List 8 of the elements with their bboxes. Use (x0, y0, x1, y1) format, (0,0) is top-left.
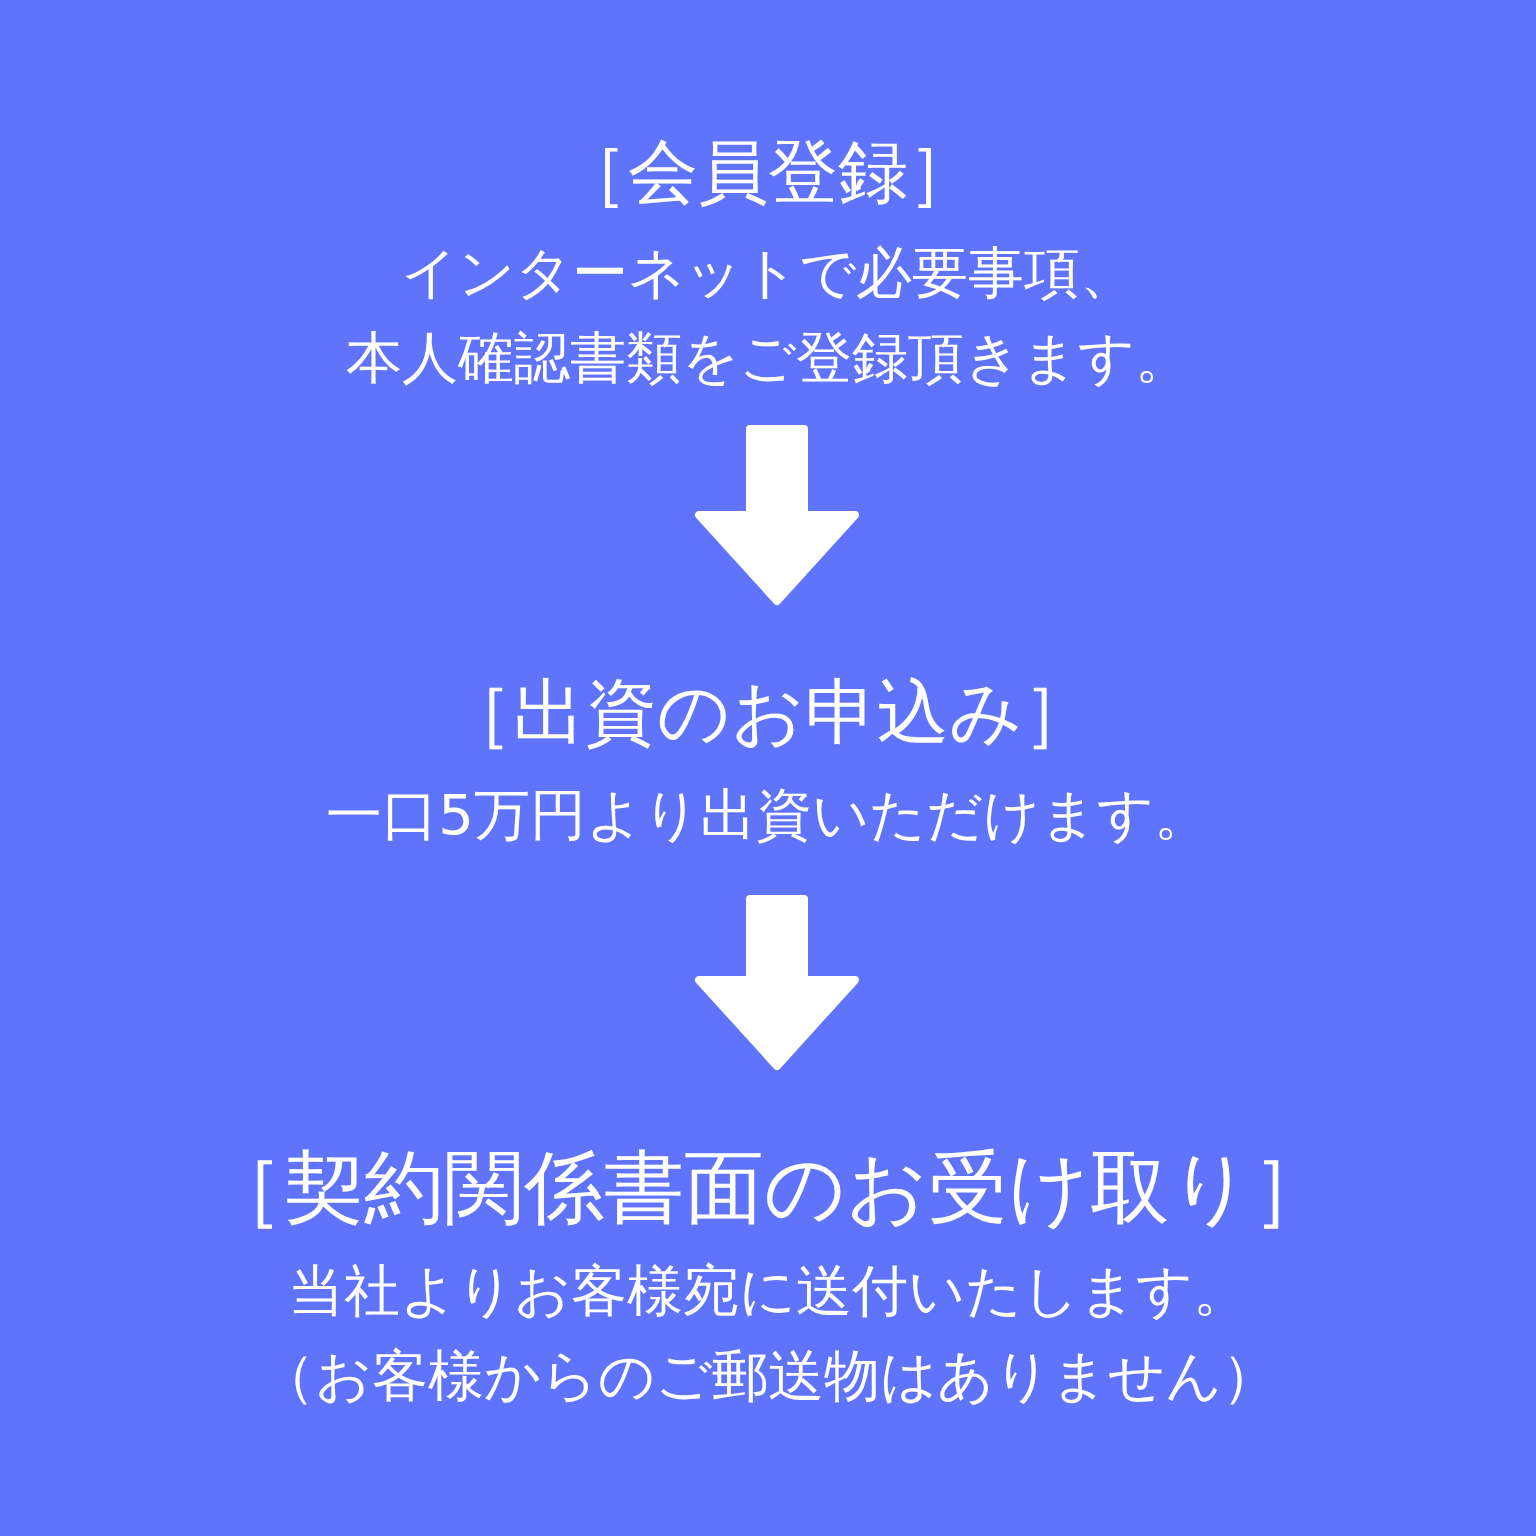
step-title: ［会員登録］ (558, 130, 978, 215)
step-title: ［契約関係書面のお受け取り］ (204, 1140, 1332, 1236)
step-description: 一口5万円より出資いただけます。 (326, 781, 1210, 849)
down-arrow (695, 895, 859, 1070)
step-description: 当社よりお客様宛に送付いたします。（お客様からのご郵送物はありません） (257, 1257, 1279, 1410)
down-arrow (695, 425, 859, 605)
step-title: ［出資のお申込み］ (441, 669, 1095, 756)
step-description: インターネットで必要事項、本人確認書類をご登録頂きます。 (344, 239, 1192, 392)
